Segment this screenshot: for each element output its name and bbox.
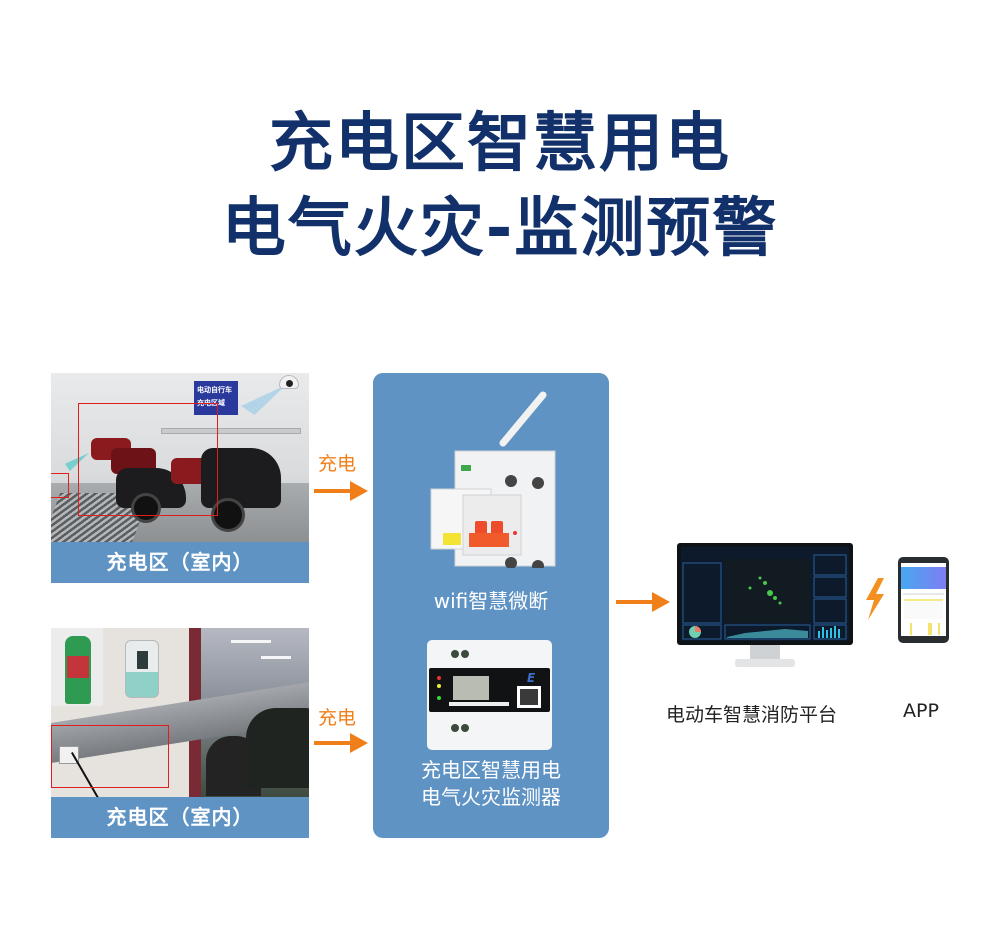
scooter-image [246, 708, 309, 788]
fire-monitor-image: E [427, 640, 552, 750]
power-socket [59, 746, 79, 764]
charging-zone-sign: 电动自行车 充电区域 [194, 381, 238, 415]
highlight-box [51, 725, 169, 788]
title-line-2: 电气火灾-监测预警 [221, 192, 779, 266]
wifi-breaker-image [430, 391, 556, 568]
monitor-label-line-1: 充电区智慧用电 [421, 758, 561, 782]
mobile-app-image [898, 557, 949, 643]
arrow-right-icon [616, 592, 670, 612]
breaker-label: wifi智慧微断 [433, 589, 549, 613]
fire-extinguisher-image [51, 628, 103, 706]
platform-label: 电动车智慧消防平台 [666, 704, 838, 726]
device-panel: wifi智慧微断 E 充电区智慧用电 电气火灾监测器 [373, 373, 609, 838]
monitor-label-line-2: 电气火灾监测器 [421, 785, 561, 809]
charging-station-image [125, 640, 159, 698]
highlight-box [78, 403, 218, 516]
fire-platform-monitor-image [677, 543, 853, 667]
charge-arrow-label: 充电 [318, 707, 357, 729]
charging-area-photo-2: 充电区（室内） [51, 628, 309, 838]
arrow-right-icon [314, 481, 368, 501]
lightning-icon [866, 578, 884, 620]
highlight-box [51, 473, 69, 498]
arrow-right-icon [314, 733, 368, 753]
title-line-1: 充电区智慧用电 [269, 107, 731, 181]
sign-text-line-1: 电动自行车 [197, 386, 232, 394]
svg-text:E: E [527, 671, 536, 685]
photo-caption: 充电区（室内） [51, 542, 309, 583]
photo-caption: 充电区（室内） [51, 797, 309, 838]
charging-area-photo-1: 电动自行车 充电区域 充电区（室内） [51, 373, 309, 583]
charging-rail [161, 428, 301, 434]
monitor-label: 充电区智慧用电 电气火灾监测器 [373, 757, 609, 811]
scooter-image [91, 413, 191, 523]
charge-arrow-label: 充电 [318, 453, 357, 475]
app-label: APP [903, 700, 939, 722]
camera-icon [279, 375, 299, 389]
